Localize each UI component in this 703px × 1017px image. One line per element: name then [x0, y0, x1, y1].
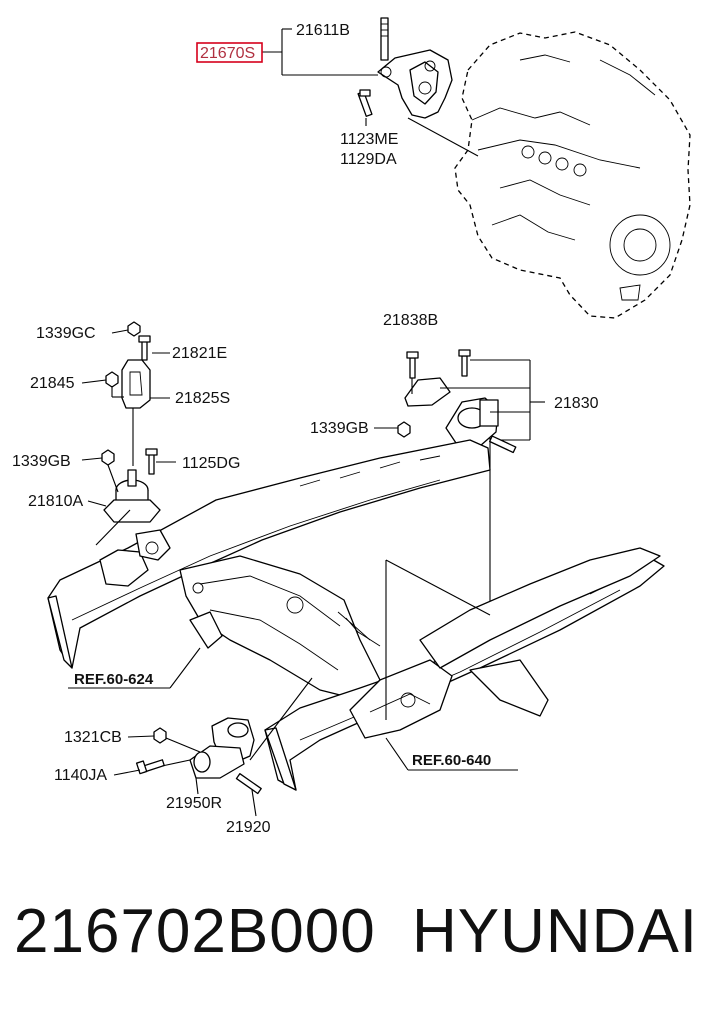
label-21920: 21920 [226, 819, 271, 836]
label-21821E: 21821E [172, 345, 227, 362]
label-1140JA: 1140JA [54, 767, 107, 784]
label-1339GB-right: 1339GB [310, 420, 369, 437]
subframe [47, 439, 665, 791]
label-21950R: 21950R [166, 795, 222, 812]
highlight-box-21670S [196, 42, 263, 63]
label-21838B: 21838B [383, 312, 438, 329]
engine-block [454, 31, 691, 319]
label-21810A: 21810A [28, 493, 83, 510]
left-mount-assembly [101, 321, 161, 523]
label-21670S: 21670S [200, 45, 255, 62]
brand-name: HYUNDAI [412, 897, 699, 966]
engine-mount-diagram: 21611B 21670S 1123ME 1129DA 21838B 21830… [12, 17, 691, 836]
label-1339GB-left: 1339GB [12, 453, 71, 470]
left-leaders [81, 329, 257, 817]
label-1129DA: 1129DA [340, 151, 397, 168]
label-1125DG: 1125DG [182, 455, 240, 472]
label-21825S: 21825S [175, 390, 230, 407]
part-number: 216702B000 [14, 897, 376, 966]
label-1123ME: 1123ME [340, 131, 398, 148]
label-1321CB: 1321CB [64, 729, 122, 746]
upper-leaders [262, 28, 378, 126]
upper-mount-bracket [357, 17, 479, 157]
label-21845: 21845 [30, 375, 75, 392]
label-ref-60-624[interactable]: REF.60-624 [74, 671, 154, 688]
label-21830: 21830 [554, 395, 599, 412]
right-mount-assembly [374, 349, 545, 615]
label-1339GC: 1339GC [36, 325, 96, 342]
label-ref-60-640[interactable]: REF.60-640 [412, 752, 491, 769]
ref-leaders [68, 647, 518, 771]
label-21611B: 21611B [296, 22, 350, 39]
